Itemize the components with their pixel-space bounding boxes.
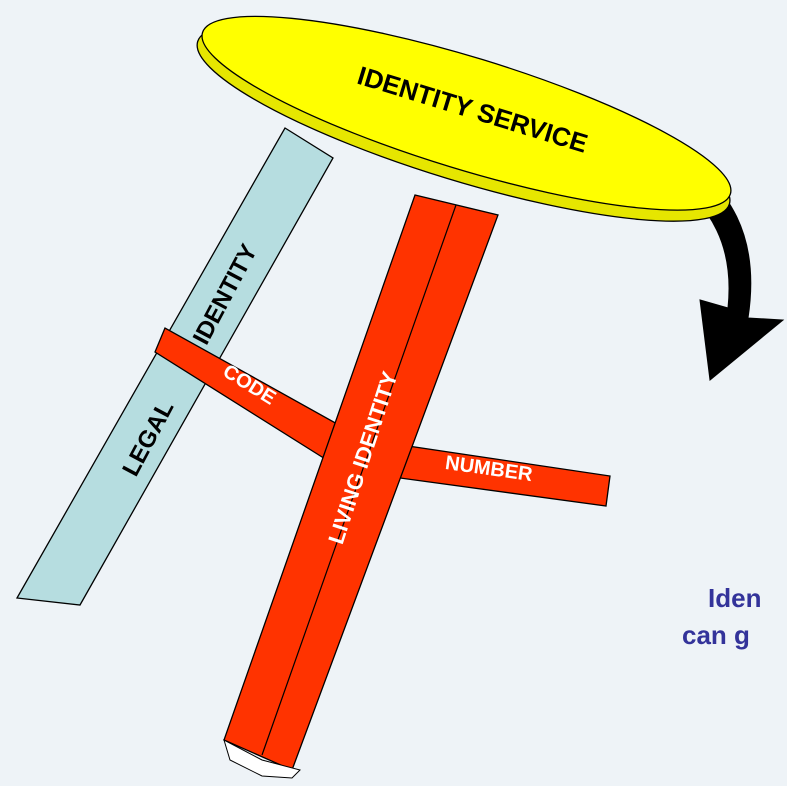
caption-line-2: can g [682, 620, 750, 650]
leg-foot [223, 739, 301, 779]
legal-identity-leg [15, 127, 334, 606]
identity-service-seat [196, 15, 732, 222]
living-identity-leg-edge [261, 204, 457, 756]
caption-line-1: Iden [708, 583, 762, 613]
